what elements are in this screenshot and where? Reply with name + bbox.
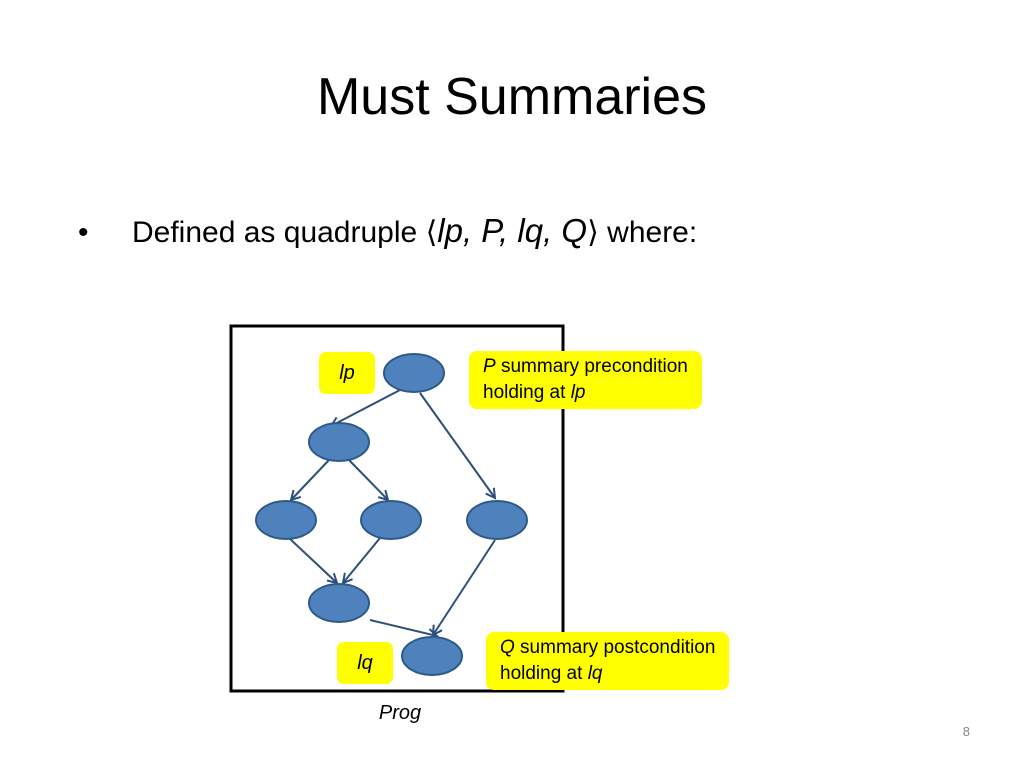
join-node (308, 583, 370, 623)
postcondition-loc: lq (587, 663, 603, 684)
precondition-loc: lp (570, 382, 586, 403)
edge-right-to-exit (433, 539, 496, 635)
postcondition-var: Q (500, 637, 515, 658)
entry-node (383, 353, 445, 393)
cfg-node (466, 500, 528, 540)
postcondition-line-1: Q summary postcondition (500, 635, 715, 661)
precondition-text-1: summary precondition (495, 356, 688, 377)
slide-title: Must Summaries (316, 68, 708, 126)
edge-a-to-left (291, 459, 330, 500)
precondition-line-2: holding at lp (483, 380, 688, 406)
precondition-text-2: holding at (483, 382, 571, 403)
edge-left-to-join (288, 537, 337, 583)
bracket-close: ⟩ (587, 216, 599, 249)
page-number: 8 (962, 724, 970, 739)
postcondition-text-1: summary postcondition (514, 637, 716, 658)
edge-join-to-exit (369, 619, 437, 636)
cfg-node (360, 500, 422, 540)
edge-mid-to-join (343, 537, 381, 583)
precondition-note: P summary precondition holding at lp (469, 351, 702, 409)
prog-label: Prog (378, 702, 422, 724)
postcondition-text-2: holding at (500, 663, 588, 684)
bracket-open: ⟨ (425, 216, 438, 249)
edge-a-to-mid (348, 459, 388, 500)
quadruple-math: lp, P, lq, Q (437, 212, 588, 249)
exit-node (401, 636, 463, 676)
bullet-suffix: where: (607, 216, 698, 249)
bullet-prefix: Defined as quadruple (132, 216, 418, 249)
edge-entry-to-right (419, 392, 495, 498)
precondition-line-1: P summary precondition (483, 354, 688, 380)
entry-label-lp: lp (319, 352, 375, 394)
bullet-text: Defined as quadruple ⟨lp, P, lq, Q⟩ wher… (132, 212, 697, 250)
precondition-var: P (483, 356, 496, 377)
bullet-definition: • Defined as quadruple ⟨lp, P, lq, Q⟩ wh… (78, 212, 697, 262)
prog-box (229, 324, 565, 693)
exit-label-lq: lq (337, 642, 393, 684)
postcondition-line-2: holding at lq (500, 661, 715, 687)
cfg-node (255, 500, 317, 540)
bullet-marker: • (78, 216, 89, 249)
postcondition-note: Q summary postcondition holding at lq (486, 632, 730, 690)
edge-entry-to-a (331, 389, 401, 426)
cfg-node (308, 422, 370, 462)
